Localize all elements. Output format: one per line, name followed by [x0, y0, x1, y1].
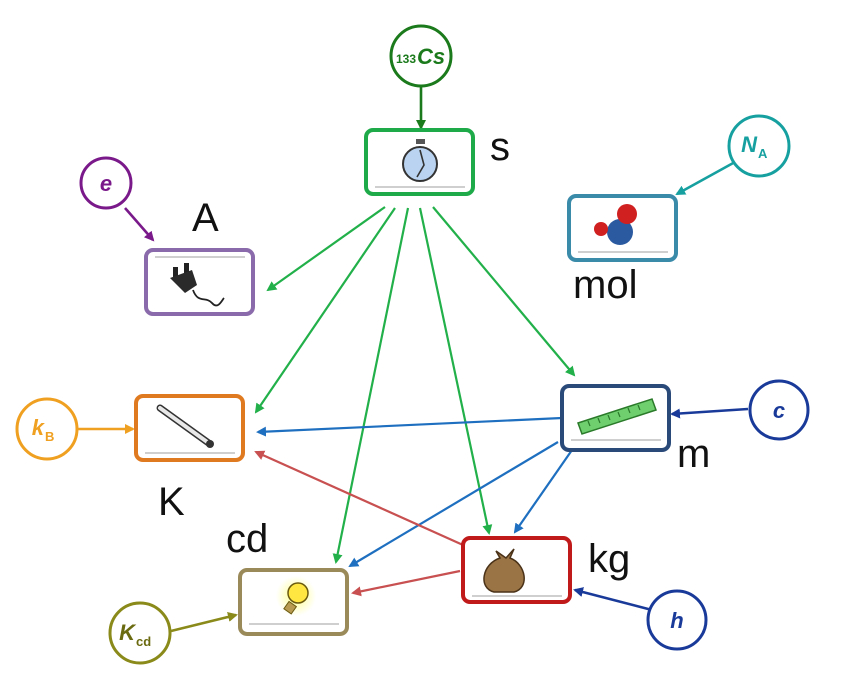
- constant-kb-subscript: B: [45, 429, 54, 444]
- unit-label-cd: cd: [226, 517, 268, 561]
- arrow-kcd-to-cd: [170, 612, 238, 633]
- thermometer-icon: [156, 404, 214, 448]
- constant-h-symbol: h: [670, 608, 683, 633]
- unit-box-k: [134, 394, 245, 462]
- constant-kcd-subscript: cd: [136, 634, 151, 649]
- arrow-s-to-a: [266, 206, 386, 292]
- unit-box-mol: [567, 194, 678, 262]
- unit-box-m: [560, 384, 671, 452]
- arrow-kg-to-k: [254, 450, 464, 547]
- constant-e-symbol: e: [100, 171, 112, 196]
- constant-na-subscript: A: [758, 146, 768, 161]
- unit-box-s: [364, 128, 475, 196]
- arrow-s-to-m: [432, 206, 576, 377]
- arrow-e-to-a: [124, 207, 155, 242]
- arrow-s-to-cd: [332, 207, 410, 564]
- unit-box-kg: [461, 536, 572, 604]
- unit-label-mol: mol: [573, 263, 637, 307]
- unit-label-k: K: [158, 480, 185, 524]
- molecule-icon: [594, 204, 637, 245]
- unit-label-a: A: [192, 196, 219, 240]
- constant-kb: k B: [15, 397, 79, 461]
- unit-label-kg: kg: [588, 537, 630, 581]
- arrow-m-to-kg: [513, 449, 573, 534]
- dependency-arrows: [78, 83, 749, 633]
- constant-kcd-symbol: K: [119, 620, 137, 645]
- constant-cs-mass-number: 133: [396, 52, 416, 66]
- weight-bag-icon: [483, 548, 525, 593]
- unit-label-s: s: [490, 125, 510, 169]
- ruler-icon: [577, 398, 657, 435]
- plug-icon: [170, 263, 225, 307]
- arrow-m-to-k: [256, 416, 563, 437]
- constant-na: N A: [727, 114, 791, 178]
- constant-kcd: K cd: [108, 601, 172, 665]
- constant-c: c: [748, 379, 810, 441]
- arrow-s-to-k: [254, 207, 396, 414]
- unit-box-a: [144, 248, 255, 316]
- lightbulb-icon: [276, 576, 316, 616]
- constant-kb-symbol: k: [32, 415, 46, 440]
- arrow-s-to-kg: [418, 207, 493, 535]
- constant-c-symbol: c: [773, 398, 785, 423]
- arrow-h-to-kg: [573, 587, 653, 612]
- unit-label-m: m: [677, 432, 710, 476]
- arrow-na-to-mol: [675, 160, 736, 196]
- stopwatch-icon: [402, 139, 438, 182]
- constant-na-symbol: N: [741, 132, 758, 157]
- constant-e: e: [79, 156, 133, 210]
- arrow-c-to-m: [670, 407, 749, 419]
- constant-cs-symbol: Cs: [417, 44, 445, 69]
- arrow-kg-to-cd: [351, 569, 461, 597]
- unit-box-cd: [238, 568, 349, 636]
- arrow-m-to-cd: [348, 441, 559, 568]
- constant-h: h: [646, 589, 708, 651]
- constant-cs: 133 Cs: [389, 24, 453, 88]
